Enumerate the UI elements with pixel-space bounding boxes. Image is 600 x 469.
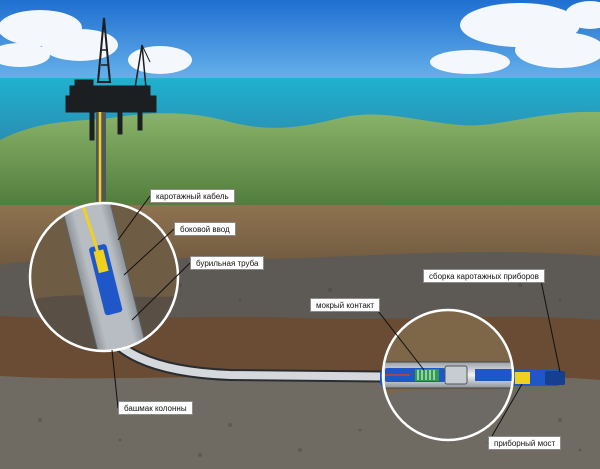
drilling-platform [65, 17, 157, 141]
label-side-entry: боковой ввод [174, 222, 236, 236]
label-drill-pipe: бурильная труба [190, 256, 265, 270]
label-logging-cable: каротажный кабель [150, 189, 235, 203]
label-tool-bridge: приборный мост [488, 436, 562, 450]
label-wet-connect: мокрый контакт [310, 298, 381, 312]
leader-lines [111, 195, 561, 444]
magnifier-right [381, 308, 515, 442]
label-casing-shoe: башмак колонны [118, 401, 193, 415]
tool-bridge-segment [515, 372, 530, 384]
clouds [0, 1, 600, 74]
label-tool-assembly: сборка каротажных приборов [423, 269, 545, 283]
seabed-hills [0, 111, 600, 210]
